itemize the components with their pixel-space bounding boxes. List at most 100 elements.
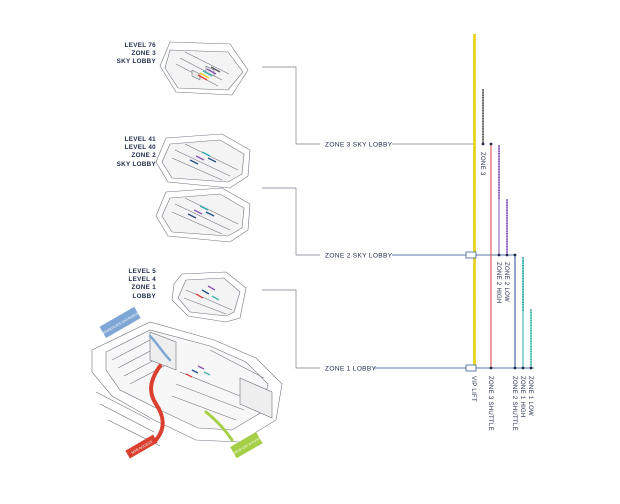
lift-stop-dot	[522, 309, 524, 311]
floor-label-line: LEVEL 40	[124, 144, 156, 152]
lift-stop-dot	[506, 214, 508, 217]
lift-stop-dot	[482, 141, 484, 143]
lift-stop-dot	[473, 160, 476, 164]
lift-stop-dot	[498, 163, 500, 166]
lift-stop-dot	[498, 147, 500, 150]
lift-stop-dot	[522, 290, 524, 293]
lift-stop-dot	[473, 199, 476, 203]
lift-stop-dot	[473, 118, 476, 122]
lobby-markers	[465, 251, 477, 372]
floor-label-line: ZONE 1	[131, 284, 156, 292]
lift-stop-dot	[473, 70, 476, 74]
lift-stop-dot	[498, 194, 500, 197]
lift-stop-dot	[473, 109, 476, 113]
lift-stop-dot	[473, 328, 476, 332]
lift-stop-dot	[473, 313, 476, 317]
lift-stop-dot	[498, 184, 500, 186]
lift-stop-dot	[473, 352, 476, 356]
lift-stop-dot	[522, 262, 524, 265]
lift-stop-dot	[473, 157, 476, 161]
lift-stop-dot	[506, 206, 508, 209]
lift-stop-dot	[482, 128, 484, 130]
lift-stop-dot	[473, 274, 476, 278]
lift-stop-dot	[530, 363, 532, 366]
lift-stop-dot	[530, 316, 532, 319]
lift-labels: VIP LIFT ZONE 3 ZONE 3 SHUTTLE ZONE 2 HI…	[470, 152, 533, 431]
lift-stop-dot	[498, 155, 500, 158]
zone1-lobby-label: ZONE 1 LOBBY	[325, 366, 377, 373]
lift-stop-dot	[473, 223, 476, 227]
lift-stop-dot	[473, 277, 476, 281]
lift-stop-dot	[506, 209, 508, 212]
lift-stop-dot	[498, 168, 500, 171]
lift-stop-dot	[482, 135, 484, 138]
lift-stop-dot	[473, 310, 476, 314]
lift-stop-dot	[473, 229, 476, 233]
lift-stop-dot	[473, 268, 476, 272]
floor-label-line: LEVEL 5	[128, 268, 156, 275]
lift-stop-dot	[473, 106, 476, 110]
zone2-low-label: ZONE 2 LOW	[503, 262, 509, 302]
lift-stop-dot	[530, 355, 532, 358]
zone3-sky-lobby-label: ZONE 3 SKY LOBBY	[325, 142, 393, 149]
lift-stop-dot	[473, 97, 476, 101]
lift-stop-dot	[498, 181, 500, 184]
lift-stop-dot	[473, 76, 476, 80]
lift-stop-dot	[473, 82, 476, 86]
lift-stop-dot	[473, 91, 476, 95]
lift-stop-dot	[473, 214, 476, 218]
lift-stop-dot	[473, 244, 476, 248]
lift-stop-dot	[473, 259, 476, 263]
lift-stop-dot	[473, 46, 476, 50]
lift-stop-dot	[482, 96, 484, 99]
lift-stop-dot	[473, 337, 476, 341]
lift-stop-dot	[473, 316, 476, 320]
lift-stop-dot	[498, 152, 500, 155]
lift-stop-dot	[506, 201, 508, 204]
lift-stop-dot	[522, 298, 524, 301]
drop-off-access-path	[204, 410, 234, 442]
lift-stop-dot	[498, 158, 500, 160]
lift-stop-dot	[506, 227, 508, 230]
lift-stop-dot	[473, 289, 476, 293]
lift-stop-dot	[473, 40, 476, 44]
lift-stop-dot	[522, 285, 524, 288]
lift-stop-dot	[482, 130, 484, 133]
lift-stop-dot	[473, 175, 476, 179]
lift-stop-dot	[473, 94, 476, 98]
connector-zone1	[262, 289, 320, 369]
mtr-access-tag: MTR ACCESS	[125, 434, 158, 459]
lift-stop-dot	[473, 52, 476, 56]
lift-stop-dot	[482, 109, 484, 112]
floor-label-line: LEVEL 41	[124, 136, 156, 143]
lift-stop-dot	[506, 204, 508, 207]
lift-stop-dot	[473, 304, 476, 308]
lift-stop-dot	[530, 332, 532, 335]
lift-stop-dot	[473, 85, 476, 89]
lift-stop-dot	[498, 171, 500, 173]
lift-stop-dot	[473, 67, 476, 71]
lift-stop-dot	[473, 247, 476, 251]
mtr-access-path	[149, 364, 165, 442]
lift-stop-dot	[522, 280, 524, 283]
lift-stop-dot	[530, 350, 532, 353]
floor-label-level-5-4: LEVEL 5 LEVEL 4 ZONE 1 LOBBY	[96, 268, 156, 301]
lift-stop-dot	[498, 150, 500, 153]
lift-stop-dot	[530, 309, 532, 311]
lift-stop-dot	[473, 217, 476, 221]
lift-stop-dot	[473, 172, 476, 176]
zone1-high-label: ZONE 1 HIGH	[519, 376, 525, 418]
lift-stop-dot	[522, 272, 524, 275]
lift-stop-dot	[473, 280, 476, 284]
lift-stop-dot	[473, 358, 476, 362]
lift-stop-dot	[506, 248, 508, 251]
lift-stop-dot	[482, 133, 484, 136]
lift-stop-dot	[473, 136, 476, 140]
lift-stop-dot	[498, 160, 500, 163]
lift-stop-dot	[482, 91, 484, 94]
lift-stop-dot	[473, 184, 476, 188]
lift-stop-dot	[473, 154, 476, 158]
lift-stop-dot	[522, 303, 524, 306]
connector-lines	[262, 66, 320, 369]
